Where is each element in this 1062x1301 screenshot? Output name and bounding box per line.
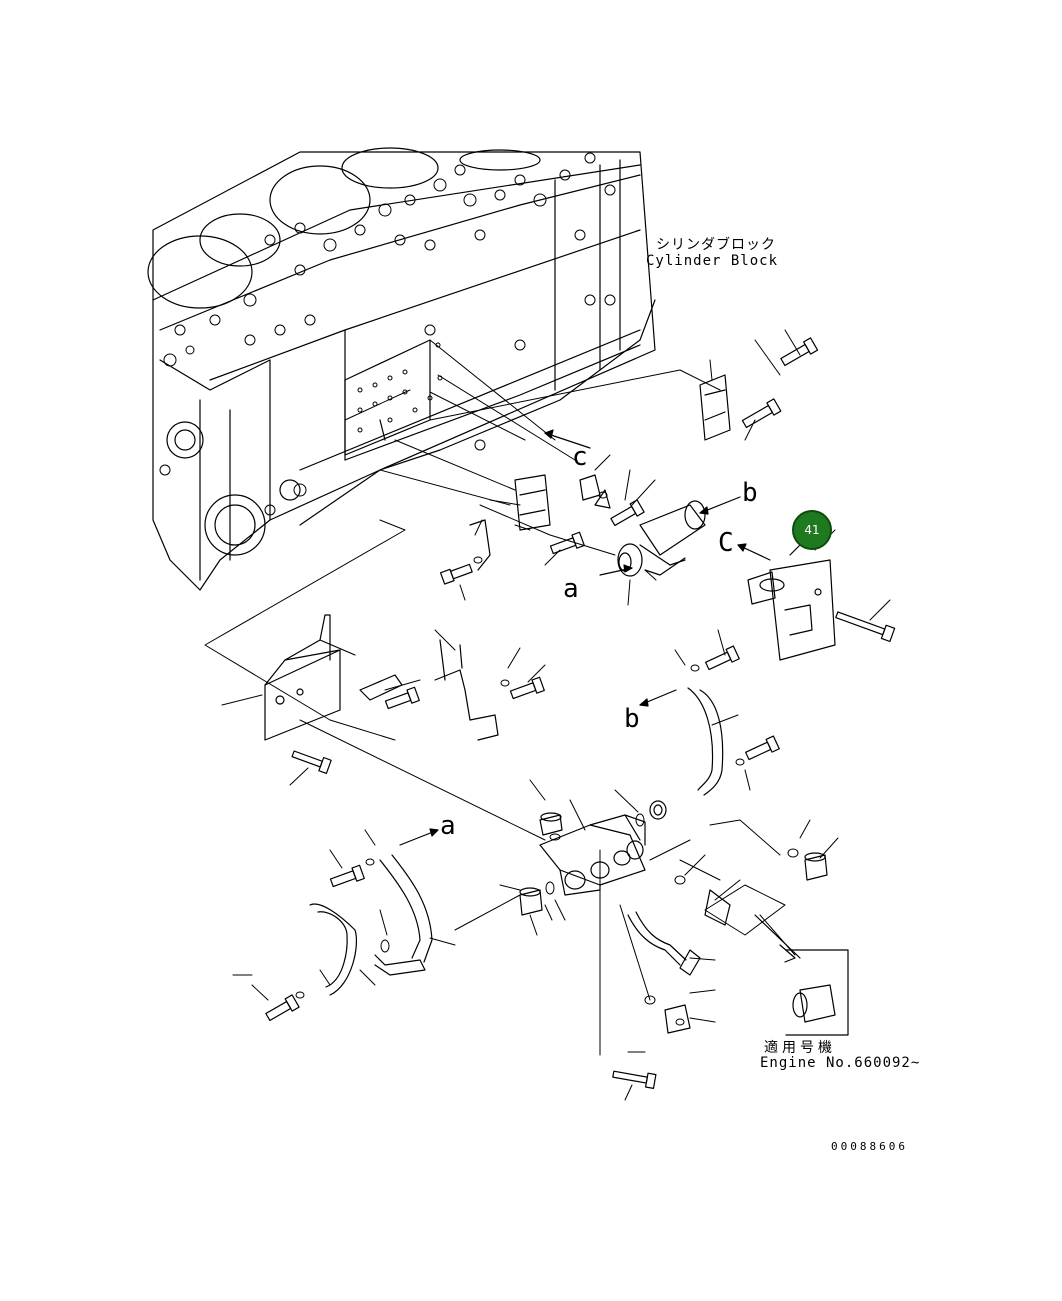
callout-b-bottom: b [624, 704, 640, 734]
part-number-badge[interactable]: 41 [792, 510, 832, 550]
washers [295, 491, 799, 1026]
callout-a-bottom: a [440, 811, 456, 841]
fuel-hoses [309, 687, 731, 1034]
callout-c-top: c [572, 442, 588, 472]
clamp-bracket [469, 374, 731, 571]
callout-c-right: C [718, 528, 734, 558]
leader-lines [204, 339, 796, 1056]
callout-b-top: b [742, 478, 758, 508]
mounting-bracket [264, 614, 499, 741]
cylinder-block-label-jp: シリンダブロック [656, 237, 776, 253]
drawing-code: 00088606 [831, 1140, 908, 1153]
cylinder-block-label-en: Cylinder Block [646, 253, 779, 269]
filter-head-bracket [747, 529, 836, 661]
fuel-manifold-block [539, 814, 646, 896]
direction-arrows [399, 429, 771, 846]
applicability-label-jp: 適用号機 [764, 1040, 836, 1056]
reference-ticks [221, 329, 891, 1101]
plugs [519, 800, 828, 916]
fuel-cartridge [617, 500, 706, 577]
applicability-inset [754, 914, 849, 1036]
callout-a-top: a [563, 574, 579, 604]
cylinder-block [147, 147, 656, 591]
bolts [265, 337, 896, 1089]
applicability-label-en: Engine No.660092~ [760, 1055, 921, 1071]
